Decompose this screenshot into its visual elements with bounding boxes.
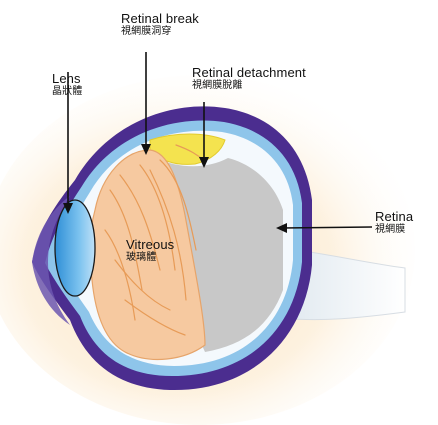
label-lens: Lens 晶狀體 [52, 72, 82, 97]
label-retina-zh: 視網膜 [375, 225, 413, 235]
label-retinal-detachment-en: Retinal detachment [192, 66, 306, 79]
lens [55, 200, 95, 296]
label-retinal-break-zh: 視網膜洞穿 [121, 27, 199, 37]
label-retina-en: Retina [375, 210, 413, 223]
label-retinal-break-en: Retinal break [121, 12, 199, 25]
label-retinal-detachment: Retinal detachment 視網膜脫離 [192, 66, 306, 91]
label-vitreous: Vitreous 玻璃體 [126, 238, 174, 263]
label-retinal-detachment-zh: 視網膜脫離 [192, 81, 306, 91]
label-retina: Retina 視網膜 [375, 210, 413, 235]
label-lens-en: Lens [52, 72, 82, 85]
label-retinal-break: Retinal break 視網膜洞穿 [121, 12, 199, 37]
label-lens-zh: 晶狀體 [52, 87, 82, 97]
label-vitreous-en: Vitreous [126, 238, 174, 251]
retina-line [282, 227, 372, 228]
label-vitreous-zh: 玻璃體 [126, 253, 174, 263]
